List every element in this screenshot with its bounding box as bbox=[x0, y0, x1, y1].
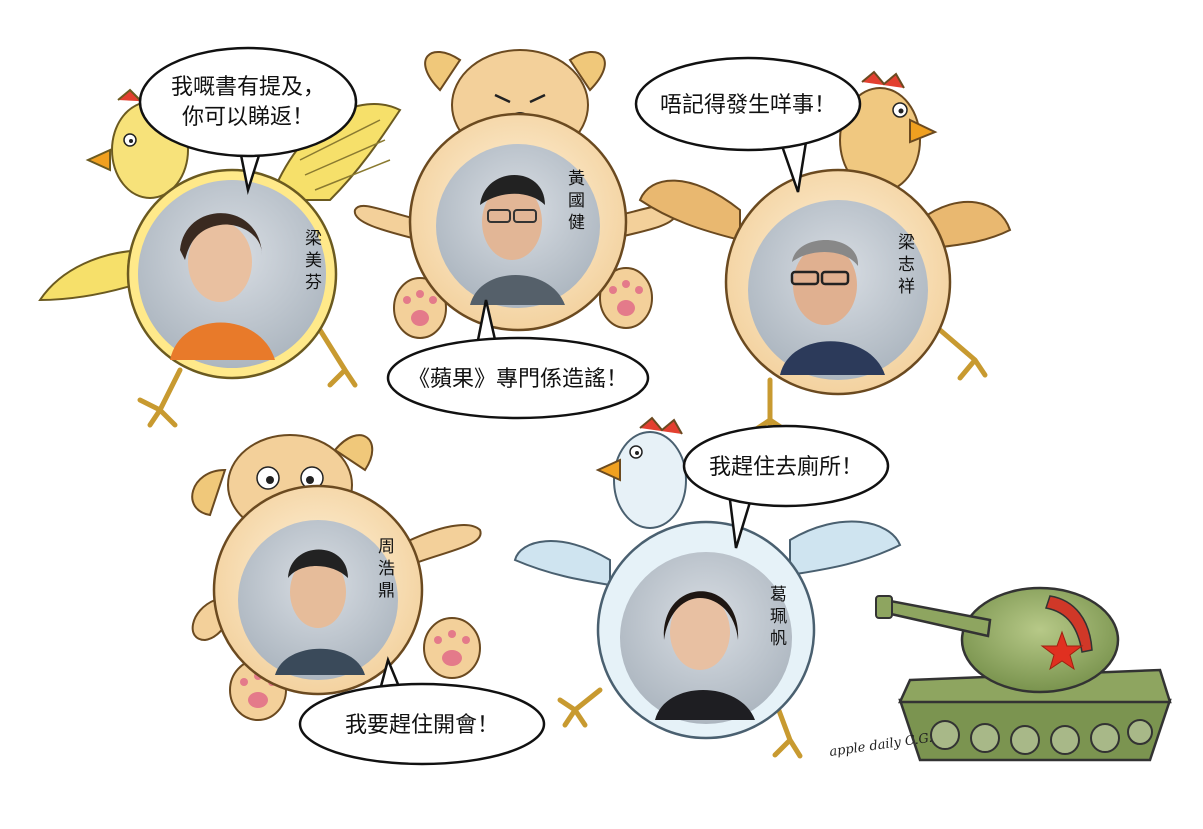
speech-bubble-3: 唔記得發生咩事！ bbox=[634, 56, 862, 193]
figure-1-name-char-3: 芬 bbox=[305, 273, 322, 293]
speech-bubble-1: 我嘅書有提及， 你可以睇返！ bbox=[138, 46, 358, 195]
speech-bubble-3-line-1: 唔記得發生咩事！ bbox=[660, 93, 836, 118]
chicken-foot-icon bbox=[752, 327, 988, 441]
tank-with-red-star-icon bbox=[875, 586, 1172, 762]
tank-wheel-icon bbox=[930, 719, 1153, 755]
chicken-wing-icon bbox=[513, 520, 902, 587]
figure-1-chicken: 梁 美 芬 bbox=[38, 86, 402, 428]
speech-bubble-1-line-1: 我嘅書有提及， bbox=[171, 75, 325, 100]
figure-3-name-char-1: 梁 bbox=[898, 233, 915, 253]
portrait-face-icon bbox=[655, 591, 755, 720]
figure-3-name-char-3: 祥 bbox=[898, 277, 915, 297]
figure-1-name-char-1: 梁 bbox=[305, 229, 322, 249]
speech-bubble-2-line-1: 《蘋果》專門係造謠！ bbox=[408, 367, 628, 392]
speech-bubble-5-line-1: 我趕住去廁所！ bbox=[709, 455, 863, 480]
portrait-face-icon bbox=[170, 213, 275, 360]
figure-2-name-char-3: 健 bbox=[568, 213, 585, 233]
figure-5-name-char-2: 珮 bbox=[770, 607, 787, 627]
chicken-wing-icon bbox=[638, 179, 1012, 252]
figure-4-name-char-3: 鼎 bbox=[378, 581, 395, 601]
speech-bubble-2: 《蘋果》專門係造謠！ bbox=[386, 299, 650, 420]
speech-bubble-1-line-2: 你可以睇返！ bbox=[182, 105, 314, 130]
portrait-face-icon bbox=[470, 175, 565, 305]
figure-4-name-char-1: 周 bbox=[378, 537, 395, 557]
figure-5-chicken: 葛 珮 帆 bbox=[513, 416, 902, 759]
figure-3-name-char-2: 志 bbox=[898, 255, 915, 275]
figure-5-name-char-1: 葛 bbox=[770, 585, 787, 605]
figure-2-name-char-2: 國 bbox=[568, 191, 585, 211]
chicken-foot-icon bbox=[137, 327, 358, 428]
speech-bubble-4: 我要趕住開會！ bbox=[298, 656, 546, 766]
figure-1-name-char-2: 美 bbox=[305, 251, 322, 271]
speech-bubble-4-line-1: 我要趕住開會！ bbox=[345, 713, 499, 738]
chicken-head-icon bbox=[839, 70, 938, 193]
figure-2-dog: 黃 國 健 bbox=[353, 49, 677, 339]
portrait-face-icon bbox=[780, 239, 885, 375]
figure-4-name-char-2: 浩 bbox=[378, 559, 395, 579]
figure-5-name-char-3: 帆 bbox=[770, 629, 787, 649]
chicken-head-icon bbox=[595, 416, 687, 529]
chicken-foot-icon bbox=[557, 687, 803, 759]
figure-4-dog: 周 浩 鼎 bbox=[191, 434, 482, 721]
speech-bubble-5: 我趕住去廁所！ bbox=[682, 424, 890, 549]
figure-3-chicken: 梁 志 祥 bbox=[638, 70, 1012, 441]
figure-2-name-char-1: 黃 bbox=[568, 169, 585, 189]
portrait-face-icon bbox=[275, 549, 365, 675]
